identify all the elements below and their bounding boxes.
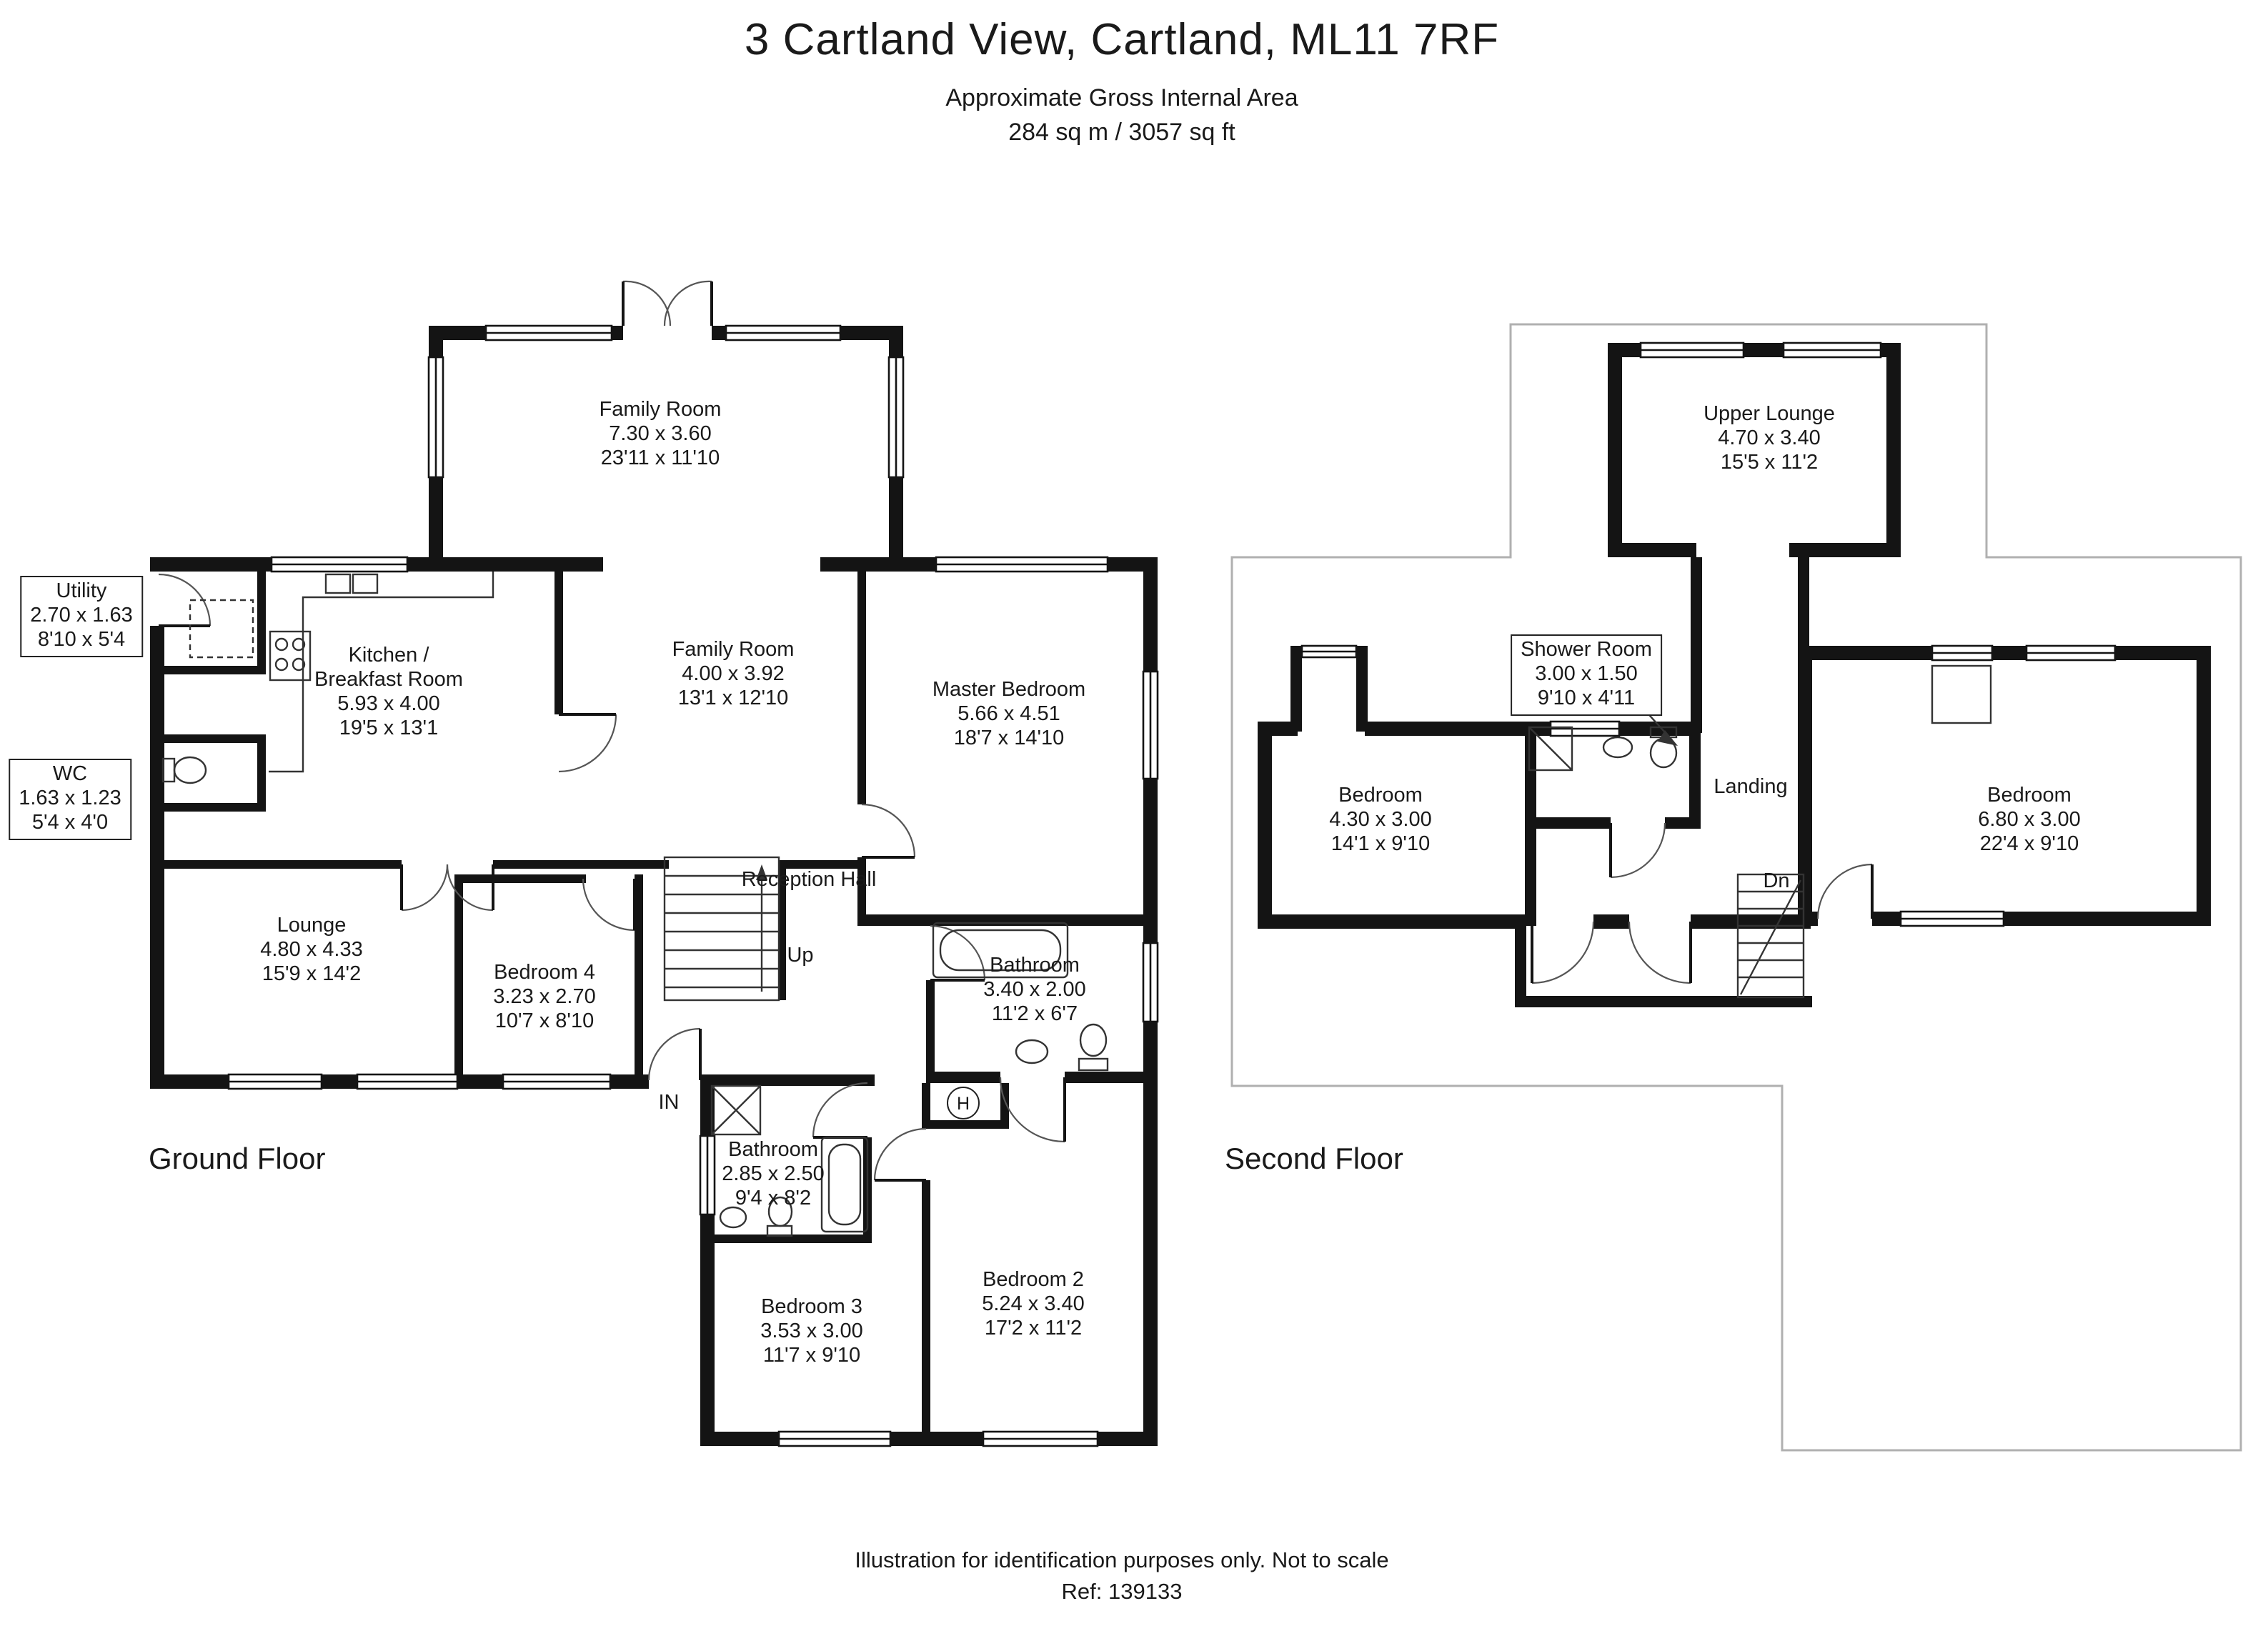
window <box>1142 670 1159 780</box>
room-label-master-bedroom: Master Bedroom 5.66 x 4.51 18'7 x 14'10 <box>932 679 1086 750</box>
window <box>502 1073 612 1090</box>
ground-floor-plan <box>150 280 1159 1447</box>
second-doors <box>1531 822 1874 984</box>
room-label-kitchen: Kitchen / Breakfast Room 5.93 x 4.00 19'… <box>314 644 463 740</box>
window <box>725 324 842 341</box>
shower-icon <box>710 1084 762 1136</box>
room-label-family-room: Family Room 4.00 x 3.92 13'1 x 12'10 <box>672 639 795 710</box>
room-label-bedroom-right: Bedroom 6.80 x 3.00 22'4 x 9'10 <box>1978 784 2081 856</box>
window <box>270 556 409 573</box>
toilet-icon <box>766 1196 793 1237</box>
stairs-up <box>663 856 780 1002</box>
room-label-upper-lounge: Upper Lounge 4.70 x 3.40 15'5 x 11'2 <box>1704 403 1835 474</box>
stairs-down <box>1736 873 1805 999</box>
door-arc <box>400 864 449 912</box>
window <box>356 1073 459 1090</box>
door-arc <box>647 1027 702 1081</box>
door-arc <box>861 803 916 859</box>
second-windows <box>1300 341 2117 927</box>
closet-inset <box>1931 664 1992 724</box>
room-label-bedroom-4: Bedroom 4 3.23 x 2.70 10'7 x 8'10 <box>493 962 596 1033</box>
window <box>982 1430 1099 1447</box>
room-label-bedroom-2: Bedroom 2 5.24 x 3.40 17'2 x 11'2 <box>982 1269 1085 1340</box>
room-label-bathroom-2: Bathroom 2.85 x 2.50 9'4 x 8'2 <box>722 1139 825 1210</box>
room-label-utility: Utility 2.70 x 1.63 8'10 x 5'4 <box>20 576 143 657</box>
door-arc <box>999 1077 1066 1143</box>
toilet-icon <box>1078 1023 1109 1072</box>
window <box>427 356 444 479</box>
second-walls <box>1258 343 2211 1007</box>
window <box>484 324 613 341</box>
second-floor-label: Second Floor <box>1225 1143 1403 1176</box>
window <box>227 1073 323 1090</box>
room-label-bedroom-3: Bedroom 3 3.53 x 3.00 11'7 x 9'10 <box>760 1296 863 1367</box>
room-label-landing: Landing <box>1714 776 1788 799</box>
page-title: 3 Cartland View, Cartland, ML11 7RF <box>744 14 1500 64</box>
ground-windows <box>227 324 1159 1447</box>
door-arc <box>446 864 494 912</box>
window <box>777 1430 892 1447</box>
room-label-wc: WC 1.63 x 1.23 5'4 x 4'0 <box>9 759 131 840</box>
disclaimer-text: Illustration for identification purposes… <box>855 1549 1389 1573</box>
ground-floor-label: Ground Floor <box>149 1143 326 1176</box>
door-arc <box>873 1127 927 1182</box>
shower-icon <box>1528 726 1573 772</box>
door-arc <box>558 713 617 773</box>
door-arc <box>1609 822 1666 879</box>
window <box>1549 720 1621 737</box>
sink-icon <box>1015 1039 1049 1064</box>
subtitle: Approximate Gross Internal Area <box>945 84 1298 111</box>
window <box>1782 341 1882 359</box>
room-label-reception-hall: Reception Hall <box>741 869 877 892</box>
door-arc <box>582 878 636 932</box>
door-arc <box>1816 863 1874 919</box>
window <box>699 1134 716 1216</box>
window <box>1142 942 1159 1023</box>
h-symbol: H <box>947 1087 980 1119</box>
window <box>1931 644 1994 662</box>
window <box>935 556 1109 573</box>
stairs-down-label: Dn <box>1763 870 1790 893</box>
ground-doors <box>150 280 1066 1182</box>
kitchen-counter-icon <box>269 572 494 773</box>
footer: Illustration for identification purposes… <box>0 1546 2244 1609</box>
bathtub-icon <box>820 1136 869 1233</box>
sink-icon <box>324 573 352 594</box>
door-arc <box>1628 921 1692 984</box>
room-label-shower-room: Shower Room 3.00 x 1.50 9'10 x 4'11 <box>1511 634 1662 716</box>
window <box>1639 341 1745 359</box>
door-arc <box>930 924 986 982</box>
toilet-icon <box>161 756 207 784</box>
reference-number: Ref: 139133 <box>1061 1580 1183 1605</box>
window <box>2025 644 2117 662</box>
door-arc <box>663 280 713 326</box>
window <box>1300 644 1358 659</box>
second-floor-plan <box>1230 323 2242 1452</box>
window <box>887 356 905 479</box>
door-arc <box>150 572 212 627</box>
door-arc <box>1531 921 1595 984</box>
sink-icon <box>719 1206 747 1229</box>
gross-internal-area: 284 sq m / 3057 sq ft <box>1008 119 1235 146</box>
room-label-bathroom-1: Bathroom 3.40 x 2.00 11'2 x 6'7 <box>983 954 1086 1026</box>
header: 3 Cartland View, Cartland, ML11 7RF Appr… <box>0 14 2244 147</box>
bathtub-icon <box>932 922 1069 979</box>
footprint-outline <box>1230 323 2242 1452</box>
appliance-icon <box>189 599 254 659</box>
room-label-bedroom-left: Bedroom 4.30 x 3.00 14'1 x 9'10 <box>1329 784 1432 856</box>
sink-icon <box>1602 736 1633 759</box>
stove-icon <box>269 630 312 682</box>
window <box>1899 910 2005 927</box>
entrance-label: IN <box>658 1092 680 1114</box>
room-label-lounge: Lounge 4.80 x 4.33 15'9 x 14'2 <box>260 914 363 986</box>
stairs-up-label: Up <box>787 944 814 967</box>
sink-icon <box>352 573 379 594</box>
room-label-family-room-top: Family Room 7.30 x 3.60 23'11 x 11'10 <box>599 399 722 470</box>
door-arc <box>622 280 672 326</box>
door-arc <box>812 1082 868 1139</box>
